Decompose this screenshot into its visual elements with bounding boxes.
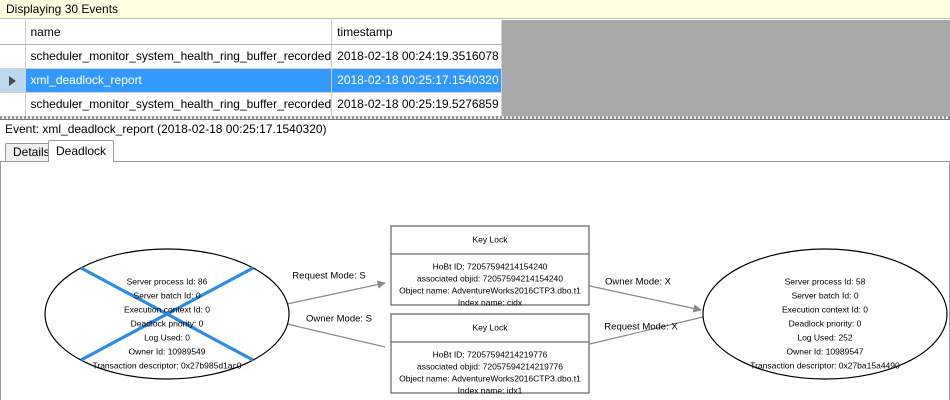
process-right-line-3: Deadlock priority: 0 xyxy=(789,318,862,328)
edge-label-owner-mode-x: Owner Mode: X xyxy=(605,277,672,288)
column-header-name[interactable]: name xyxy=(25,20,333,45)
status-banner: Displaying 30 Events xyxy=(0,0,950,19)
table-row-selected[interactable]: xml_deadlock_report 2018-02-18 00:25:17.… xyxy=(0,68,503,93)
cell-name[interactable]: xml_deadlock_report xyxy=(25,68,333,93)
edge-label-request-mode-s: Request Mode: S xyxy=(292,271,365,282)
cell-timestamp[interactable]: 2018-02-18 00:25:17.1540320 xyxy=(331,68,503,93)
resource-top-title: Key Lock xyxy=(473,234,509,244)
process-left-line-0: Server process Id: 86 xyxy=(127,276,208,286)
process-right-line-2: Execution context Id: 0 xyxy=(782,304,868,314)
events-table[interactable]: name timestamp scheduler_monitor_system_… xyxy=(0,20,503,117)
cell-name[interactable]: scheduler_monitor_system_health_ring_buf… xyxy=(25,92,333,117)
grid-splitter[interactable] xyxy=(0,116,950,120)
process-right-line-1: Server batch Id: 0 xyxy=(791,290,858,300)
resource-bottom-line-3: Index name: idx1 xyxy=(458,385,523,395)
table-header-row: name timestamp xyxy=(0,20,503,45)
resource-top-line-3: Index name: cidx xyxy=(458,297,523,307)
edge-request-mode-x: Request Mode: X xyxy=(576,316,704,350)
process-right-line-6: Transaction descriptor: 0x27ba15a4490 xyxy=(750,360,900,370)
process-right-line-0: Server process Id: 58 xyxy=(785,276,866,286)
process-left-line-1: Server batch Id: 0 xyxy=(133,290,200,300)
resource-top-line-2: Object name: AdventureWorks2016CTP3.dbo.… xyxy=(399,285,581,295)
row-arrow-icon xyxy=(8,75,16,86)
process-node-right[interactable]: Server process Id: 58 Server batch Id: 0… xyxy=(702,248,948,380)
process-left-line-5: Owner Id: 10989549 xyxy=(128,346,205,356)
victim-x-marker xyxy=(80,266,254,362)
process-left-line-3: Deadlock priority: 0 xyxy=(131,318,204,328)
column-header-selector[interactable] xyxy=(0,20,26,45)
process-right-line-4: Log Used: 252 xyxy=(797,332,853,342)
cell-timestamp[interactable]: 2018-02-18 00:25:19.5276859 xyxy=(331,92,503,117)
edge-label-owner-mode-s: Owner Mode: S xyxy=(306,314,372,325)
event-header-label: Event: xml_deadlock_report (2018-02-18 0… xyxy=(0,119,950,139)
process-left-line-6: Transaction descriptor: 0x27b985d1ac0 xyxy=(93,360,242,370)
table-row[interactable]: scheduler_monitor_system_health_ring_buf… xyxy=(0,44,503,69)
resource-node-bottom[interactable]: Key Lock HoBt ID: 72057594214219776 asso… xyxy=(390,313,590,395)
tab-details[interactable]: Details xyxy=(5,143,58,161)
resource-bottom-line-0: HoBt ID: 72057594214219776 xyxy=(433,349,548,359)
tabstrip: Details Deadlock xyxy=(0,140,950,162)
edge-label-request-mode-x: Request Mode: X xyxy=(604,322,678,333)
row-selector-cell[interactable] xyxy=(0,44,26,69)
process-left-line-4: Log Used: 0 xyxy=(144,332,190,342)
resource-bottom-line-2: Object name: AdventureWorks2016CTP3.dbo.… xyxy=(399,373,581,383)
column-header-timestamp[interactable]: timestamp xyxy=(331,20,503,45)
process-left-line-2: Execution context Id: 0 xyxy=(124,304,210,314)
resource-bottom-title: Key Lock xyxy=(473,322,509,332)
resource-top-line-1: associated objid: 72057594214154240 xyxy=(417,273,563,283)
resource-bottom-line-1: associated objid: 72057594214219776 xyxy=(417,361,563,371)
cell-timestamp[interactable]: 2018-02-18 00:24:19.3516078 xyxy=(331,44,503,69)
table-row[interactable]: scheduler_monitor_system_health_ring_buf… xyxy=(0,92,503,117)
deadlock-diagram-panel[interactable]: Request Mode: S Owner Mode: X Owner Mode… xyxy=(0,161,950,400)
row-selector-cell[interactable] xyxy=(0,92,26,117)
process-right-line-5: Owner Id: 10989547 xyxy=(786,346,863,356)
cell-name[interactable]: scheduler_monitor_system_health_ring_buf… xyxy=(25,44,333,69)
resource-top-line-0: HoBt ID: 72057594214154240 xyxy=(433,261,548,271)
resource-node-top[interactable]: Key Lock HoBt ID: 72057594214154240 asso… xyxy=(390,225,590,307)
events-grid[interactable]: name timestamp scheduler_monitor_system_… xyxy=(0,20,950,118)
process-node-left[interactable]: Server process Id: 86 Server batch Id: 0… xyxy=(44,248,290,380)
deadlock-graph[interactable]: Request Mode: S Owner Mode: X Owner Mode… xyxy=(1,162,949,400)
tab-deadlock[interactable]: Deadlock xyxy=(48,140,115,162)
edge-owner-mode-x: Owner Mode: X xyxy=(575,277,702,313)
row-selector-cell[interactable] xyxy=(0,68,26,93)
